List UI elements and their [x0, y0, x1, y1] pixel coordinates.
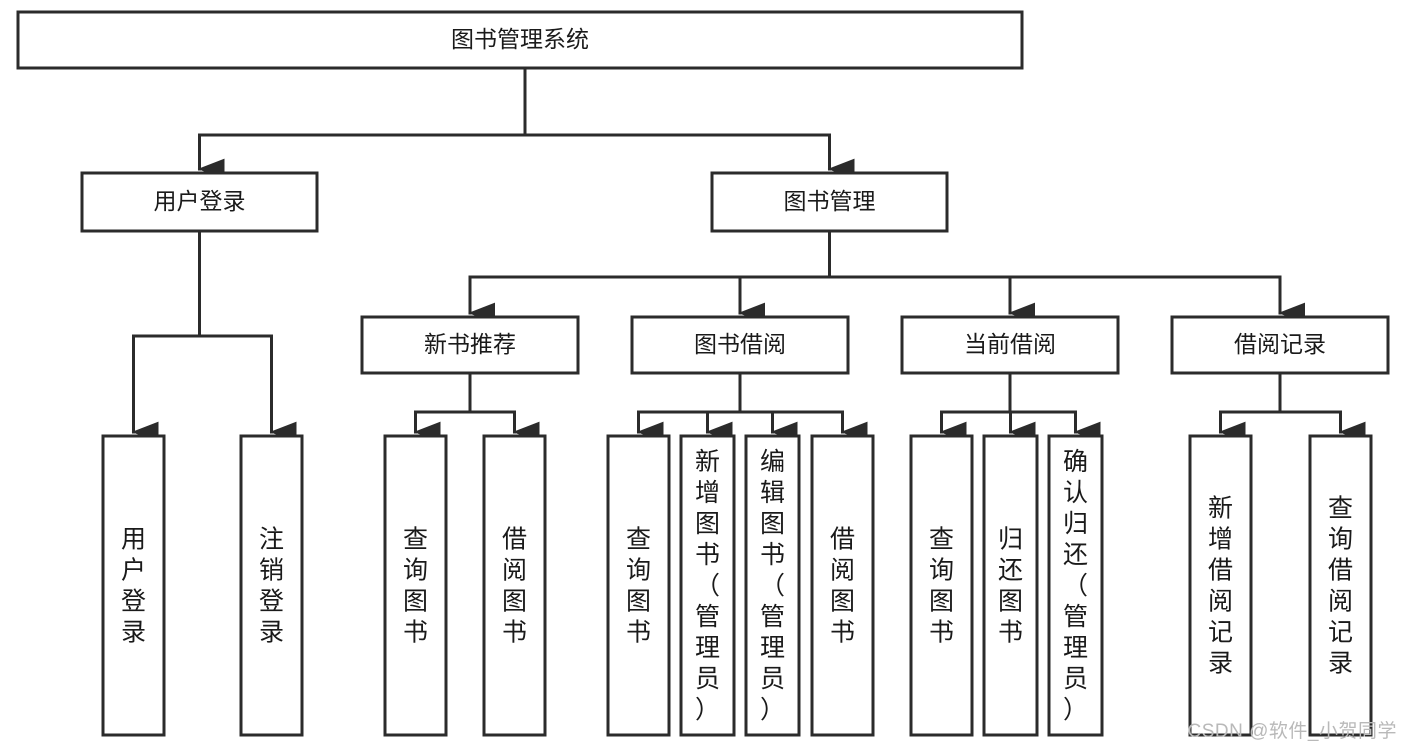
node-leaf-borrow-book-1-box[interactable]: [482, 434, 547, 737]
node-leaf-query-book-3-box[interactable]: [909, 434, 974, 737]
node-book-borrow-box[interactable]: [630, 315, 850, 375]
node-new-book-recommend-box[interactable]: [360, 315, 580, 375]
node-book-management-label: 图书管理: [784, 188, 876, 214]
node-leaf-borrow-book-1-label: 借阅图书: [502, 526, 527, 647]
node-book-borrow-label: 图书借阅: [694, 331, 786, 357]
node-borrow-record-box[interactable]: [1170, 315, 1390, 375]
node-leaf-edit-book-admin-label: 编辑图书（管理员）: [760, 448, 785, 724]
node-root-box[interactable]: [16, 10, 1024, 70]
node-leaf-add-borrow-record-box[interactable]: [1188, 434, 1253, 737]
connectors-layer: [131, 66, 1366, 443]
node-leaf-query-book-2-label: 查询图书: [626, 526, 651, 647]
node-leaf-borrow-book-2-box[interactable]: [810, 434, 875, 737]
node-borrow-record-label: 借阅记录: [1234, 331, 1326, 357]
node-leaf-user-login-label: 用户登录: [121, 526, 146, 647]
node-leaf-add-book-admin-box[interactable]: [679, 434, 736, 737]
node-leaf-query-book-1-box[interactable]: [383, 434, 448, 737]
node-leaf-logout-login-label: 注销登录: [259, 526, 284, 647]
node-leaf-query-book-3-label: 查询图书: [929, 526, 954, 647]
node-leaf-user-login-box[interactable]: [101, 434, 166, 737]
node-leaf-edit-book-admin-box[interactable]: [744, 434, 801, 737]
node-leaf-logout-login-box[interactable]: [239, 434, 304, 737]
node-leaf-confirm-return-admin-label: 确认归还（管理员）: [1063, 448, 1088, 724]
node-leaf-borrow-book-2-label: 借阅图书: [830, 526, 855, 647]
labels-layer: 图书管理系统用户登录图书管理新书推荐图书借阅当前借阅借阅记录用户登录注销登录查询…: [121, 26, 1353, 724]
boxes-layer: [16, 10, 1390, 737]
node-leaf-query-book-2-box[interactable]: [606, 434, 671, 737]
node-leaf-add-book-admin-label: 新增图书（管理员）: [695, 448, 720, 724]
node-root-label: 图书管理系统: [451, 26, 589, 52]
node-new-book-recommend-label: 新书推荐: [424, 331, 516, 357]
watermark-label: CSDN @软件_小贺同学: [1187, 721, 1397, 742]
node-current-borrow-label: 当前借阅: [964, 331, 1056, 357]
node-leaf-query-book-1-label: 查询图书: [403, 526, 428, 647]
node-book-management-box[interactable]: [710, 171, 949, 233]
node-leaf-query-borrow-record-box[interactable]: [1308, 434, 1373, 737]
node-current-borrow-box[interactable]: [900, 315, 1120, 375]
node-user-login-label: 用户登录: [154, 188, 246, 214]
node-leaf-add-borrow-record-label: 新增借阅记录: [1208, 495, 1233, 678]
node-leaf-return-book-box[interactable]: [982, 434, 1039, 737]
node-leaf-return-book-label: 归还图书: [998, 526, 1023, 647]
node-leaf-query-borrow-record-label: 查询借阅记录: [1328, 495, 1353, 678]
node-user-login-box[interactable]: [80, 171, 319, 233]
node-leaf-confirm-return-admin-box[interactable]: [1047, 434, 1104, 737]
